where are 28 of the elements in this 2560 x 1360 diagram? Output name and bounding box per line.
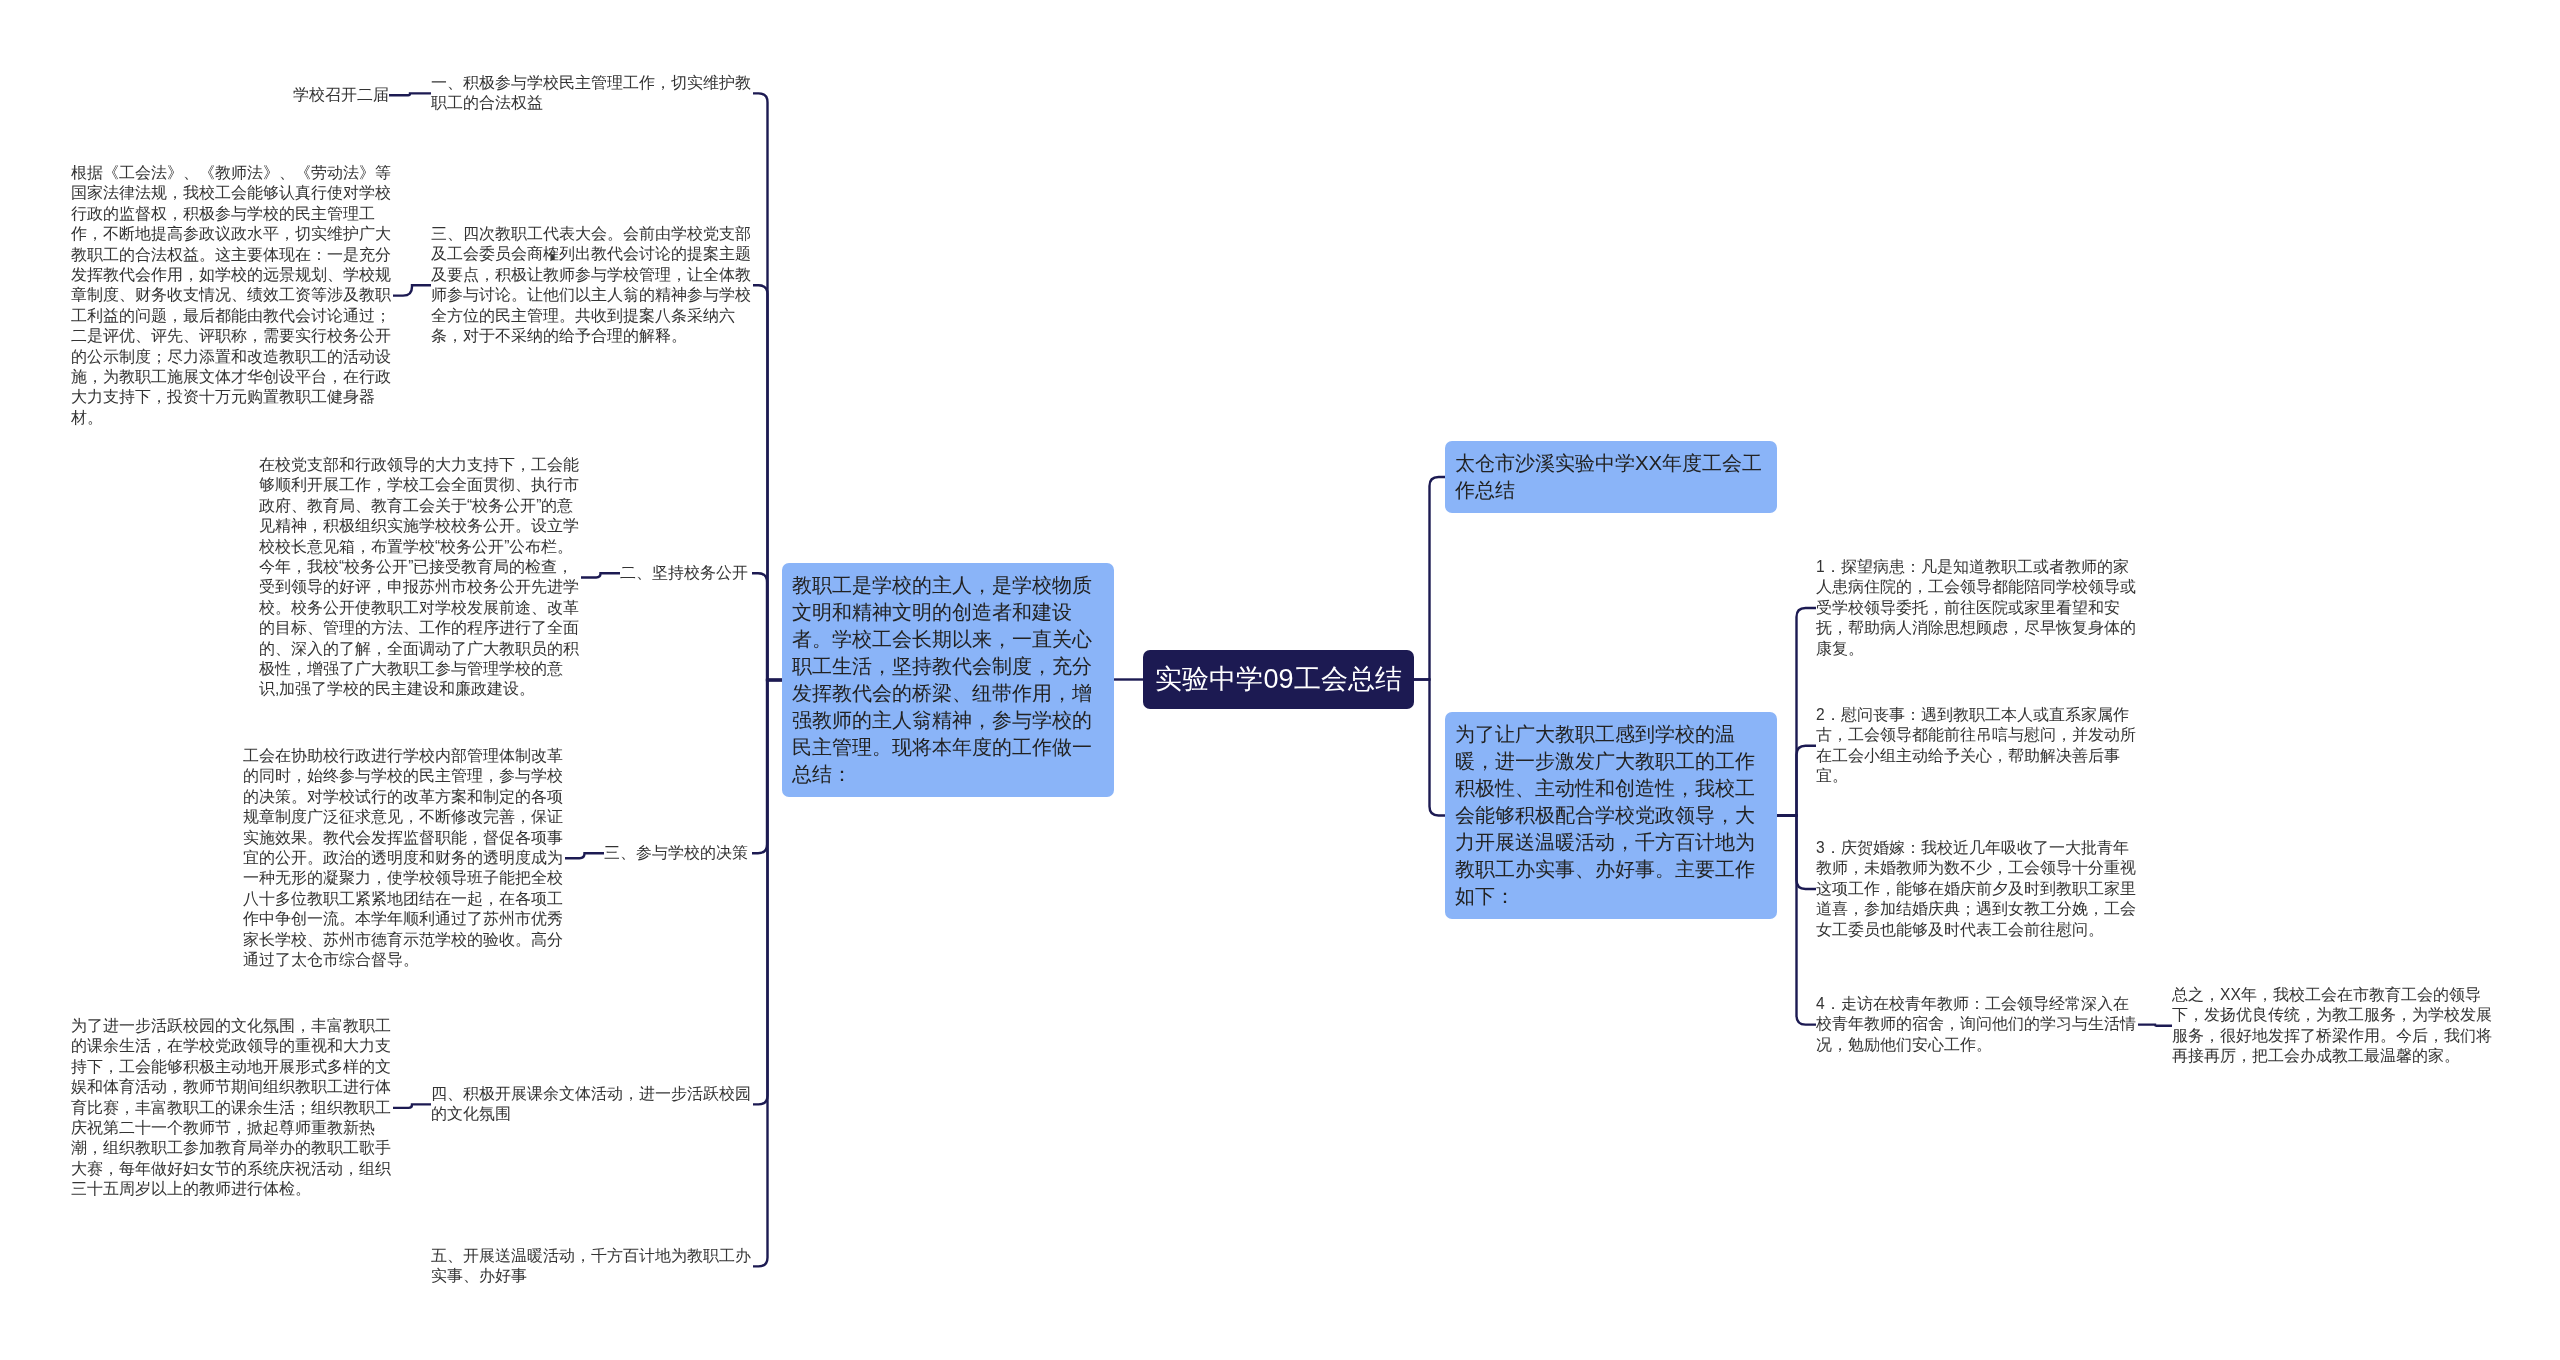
topic-text: 4．走访在校青年教师：工会领导经常深入在校青年教师的宿舍，询问他们的学习与生活情况，勉励他们安心工作。 — [1816, 994, 2138, 1056]
topic-box: 太仓市沙溪实验中学XX年度工会工作总结 — [1445, 441, 1777, 513]
connector-line — [1114, 678, 1143, 681]
connector-line — [2138, 1023, 2172, 1027]
topic-text: 3．庆贺婚嫁：我校近几年吸收了一大批青年教师，未婚教师为数不少，工会领导十分重视这项工作，能够在婚庆前夕及时到教职工家里道喜，参加结婚庆典；遇到女教工分娩，工会女工委员也能够及时代表工会前往慰问。 — [1816, 838, 2138, 941]
topic-text: 一、积极参与学校民主管理工作，切实维护教职工的合法权益 — [431, 73, 753, 114]
topic-text: 1．探望病患：凡是知道教职工或者教师的家人患病住院的，工会领导都能陪同学校领导或受学校领导委托，前往医院或家里看望和安抚，帮助病人消除思想顾虑，尽早恢复身体的康复。 — [1816, 557, 2138, 660]
topic-text: 为了进一步活跃校园的文化氛围，丰富教职工的课余生活，在学校党政领导的重视和大力支持下，工会能够积极主动地开展形式多样的文娱和体育活动，教师节期间组织教职工进行体育比赛，丰富教职工的课余生活；组织教职工庆祝第二十一个教师节，掀起尊师重教新热潮，组织教职工参加教育局举办的教职工歌手大赛，每年做好妇女节的系统庆祝活动，组织三十五周岁以上的教师进行体检。 — [71, 1016, 393, 1200]
connector-line — [389, 92, 431, 97]
topic-box: 教职工是学校的主人，是学校物质文明和精神文明的创造者和建设者。学校工会长期以来，一直关心职工生活，坚持教代会制度，充分发挥教代会的桥梁、纽带作用，增强教师的主人翁精神，参与学校的民主管理。现将本年度的工作做一总结： — [782, 563, 1114, 797]
connector-line — [1414, 678, 1445, 817]
topic-text: 总之，XX年，我校工会在市教育工会的领导下，发扬优良传统，为教工服务，为学校发展服务，很好地发挥了桥梁作用。今后，我们将再接再厉，把工会办成教工最温馨的家。 — [2172, 985, 2494, 1067]
topic-text: 学校召开二届 — [290, 85, 389, 106]
topic-text: 二、坚持校务公开 — [620, 563, 752, 584]
connector-line — [565, 852, 604, 860]
topic-text: 三、参与学校的决策 — [604, 843, 752, 864]
central-topic: 实验中学09工会总结 — [1143, 650, 1414, 709]
connector-line — [581, 572, 620, 579]
topic-text: 四、积极开展课余文体活动，进一步活跃校园的文化氛围 — [431, 1084, 753, 1125]
topic-text: 五、开展送温暖活动，千方百计地为教职工办实事、办好事 — [431, 1246, 753, 1287]
topic-text: 在校党支部和行政领导的大力支持下，工会能够顺利开展工作，学校工会全面贯彻、执行市政府、教育局、教育工会关于“校务公开”的意见精神，积极组织实施学校校务公开。设立学校校长意见箱，布置学校“校务公开”公布栏。今年，我校“校务公开”已接受教育局的检查，受到领导的好评，申报苏州市校务公开先进学校。校务公开使教职工对学校发展前途、改革的目标、管理的方法、工作的程序进行了全面的、深入的了解，全面调动了广大教职员的积极性，增强了广大教职工参与管理学校的意识,加强了学校的民主建设和廉政建设。 — [259, 455, 581, 700]
connector-line — [393, 284, 431, 297]
topic-text: 三、四次教职工代表大会。会前由学校党支部及工会委员会商榷列出教代会讨论的提案主题及要点，积极让教师参与学校管理，让全体教师参与讨论。让他们以主人翁的精神参与学校全方位的民主管理。共收到提案八条采纳六条，对于不采纳的给予合理的解释。 — [431, 224, 753, 347]
topic-box: 为了让广大教职工感到学校的温暖，进一步激发广大教职工的工作积极性、主动性和创造性，我校工会能够积极配合学校党政领导，大力开展送温暖活动，千方百计地为教职工办实事、办好事。主要工作如下： — [1445, 712, 1777, 919]
topic-text: 2．慰问丧事：遇到教职工本人或直系家属作古，工会领导都能前往吊唁与慰问，并发动所在工会小组主动给予关心，帮助解决善后事宜。 — [1816, 705, 2138, 787]
topic-text: 工会在协助校行政进行学校内部管理体制改革的同时，始终参与学校的民主管理，参与学校的决策。对学校试行的改革方案和制定的各项规章制度广泛征求意见，不断修改完善，保证实施效果。教代会发挥监督职能，督促各项事宜的公开。政治的透明度和财务的透明度成为一种无形的凝聚力，使学校领导班子能把全校八十多位教职工紧紧地团结在一起，在各项工作中争创一流。本学年顺利通过了苏州市优秀家长学校、苏州市德育示范学校的验收。高分通过了太仓市综合督导。 — [243, 746, 565, 971]
topic-text: 根据《工会法》、《教师法》、《劳动法》等国家法律法规，我校工会能够认真行使对学校行政的监督权，积极参与学校的民主管理工作，不断地提高参政议政水平，切实维护广大教职工的合法权益。这主要体现在：一是充分发挥教代会作用，如学校的远景规划、学校规章制度、财务收支情况、绩效工资等涉及教职工利益的问题，最后都能由教代会讨论通过；二是评优、评先、评职称，需要实行校务公开的公示制度；尽力添置和改造教职工的活动设施，为教职工施展文体才华创设平台，在行政大力支持下，投资十万元购置教职工健身器材。 — [71, 163, 393, 429]
connector-line — [393, 1103, 431, 1110]
